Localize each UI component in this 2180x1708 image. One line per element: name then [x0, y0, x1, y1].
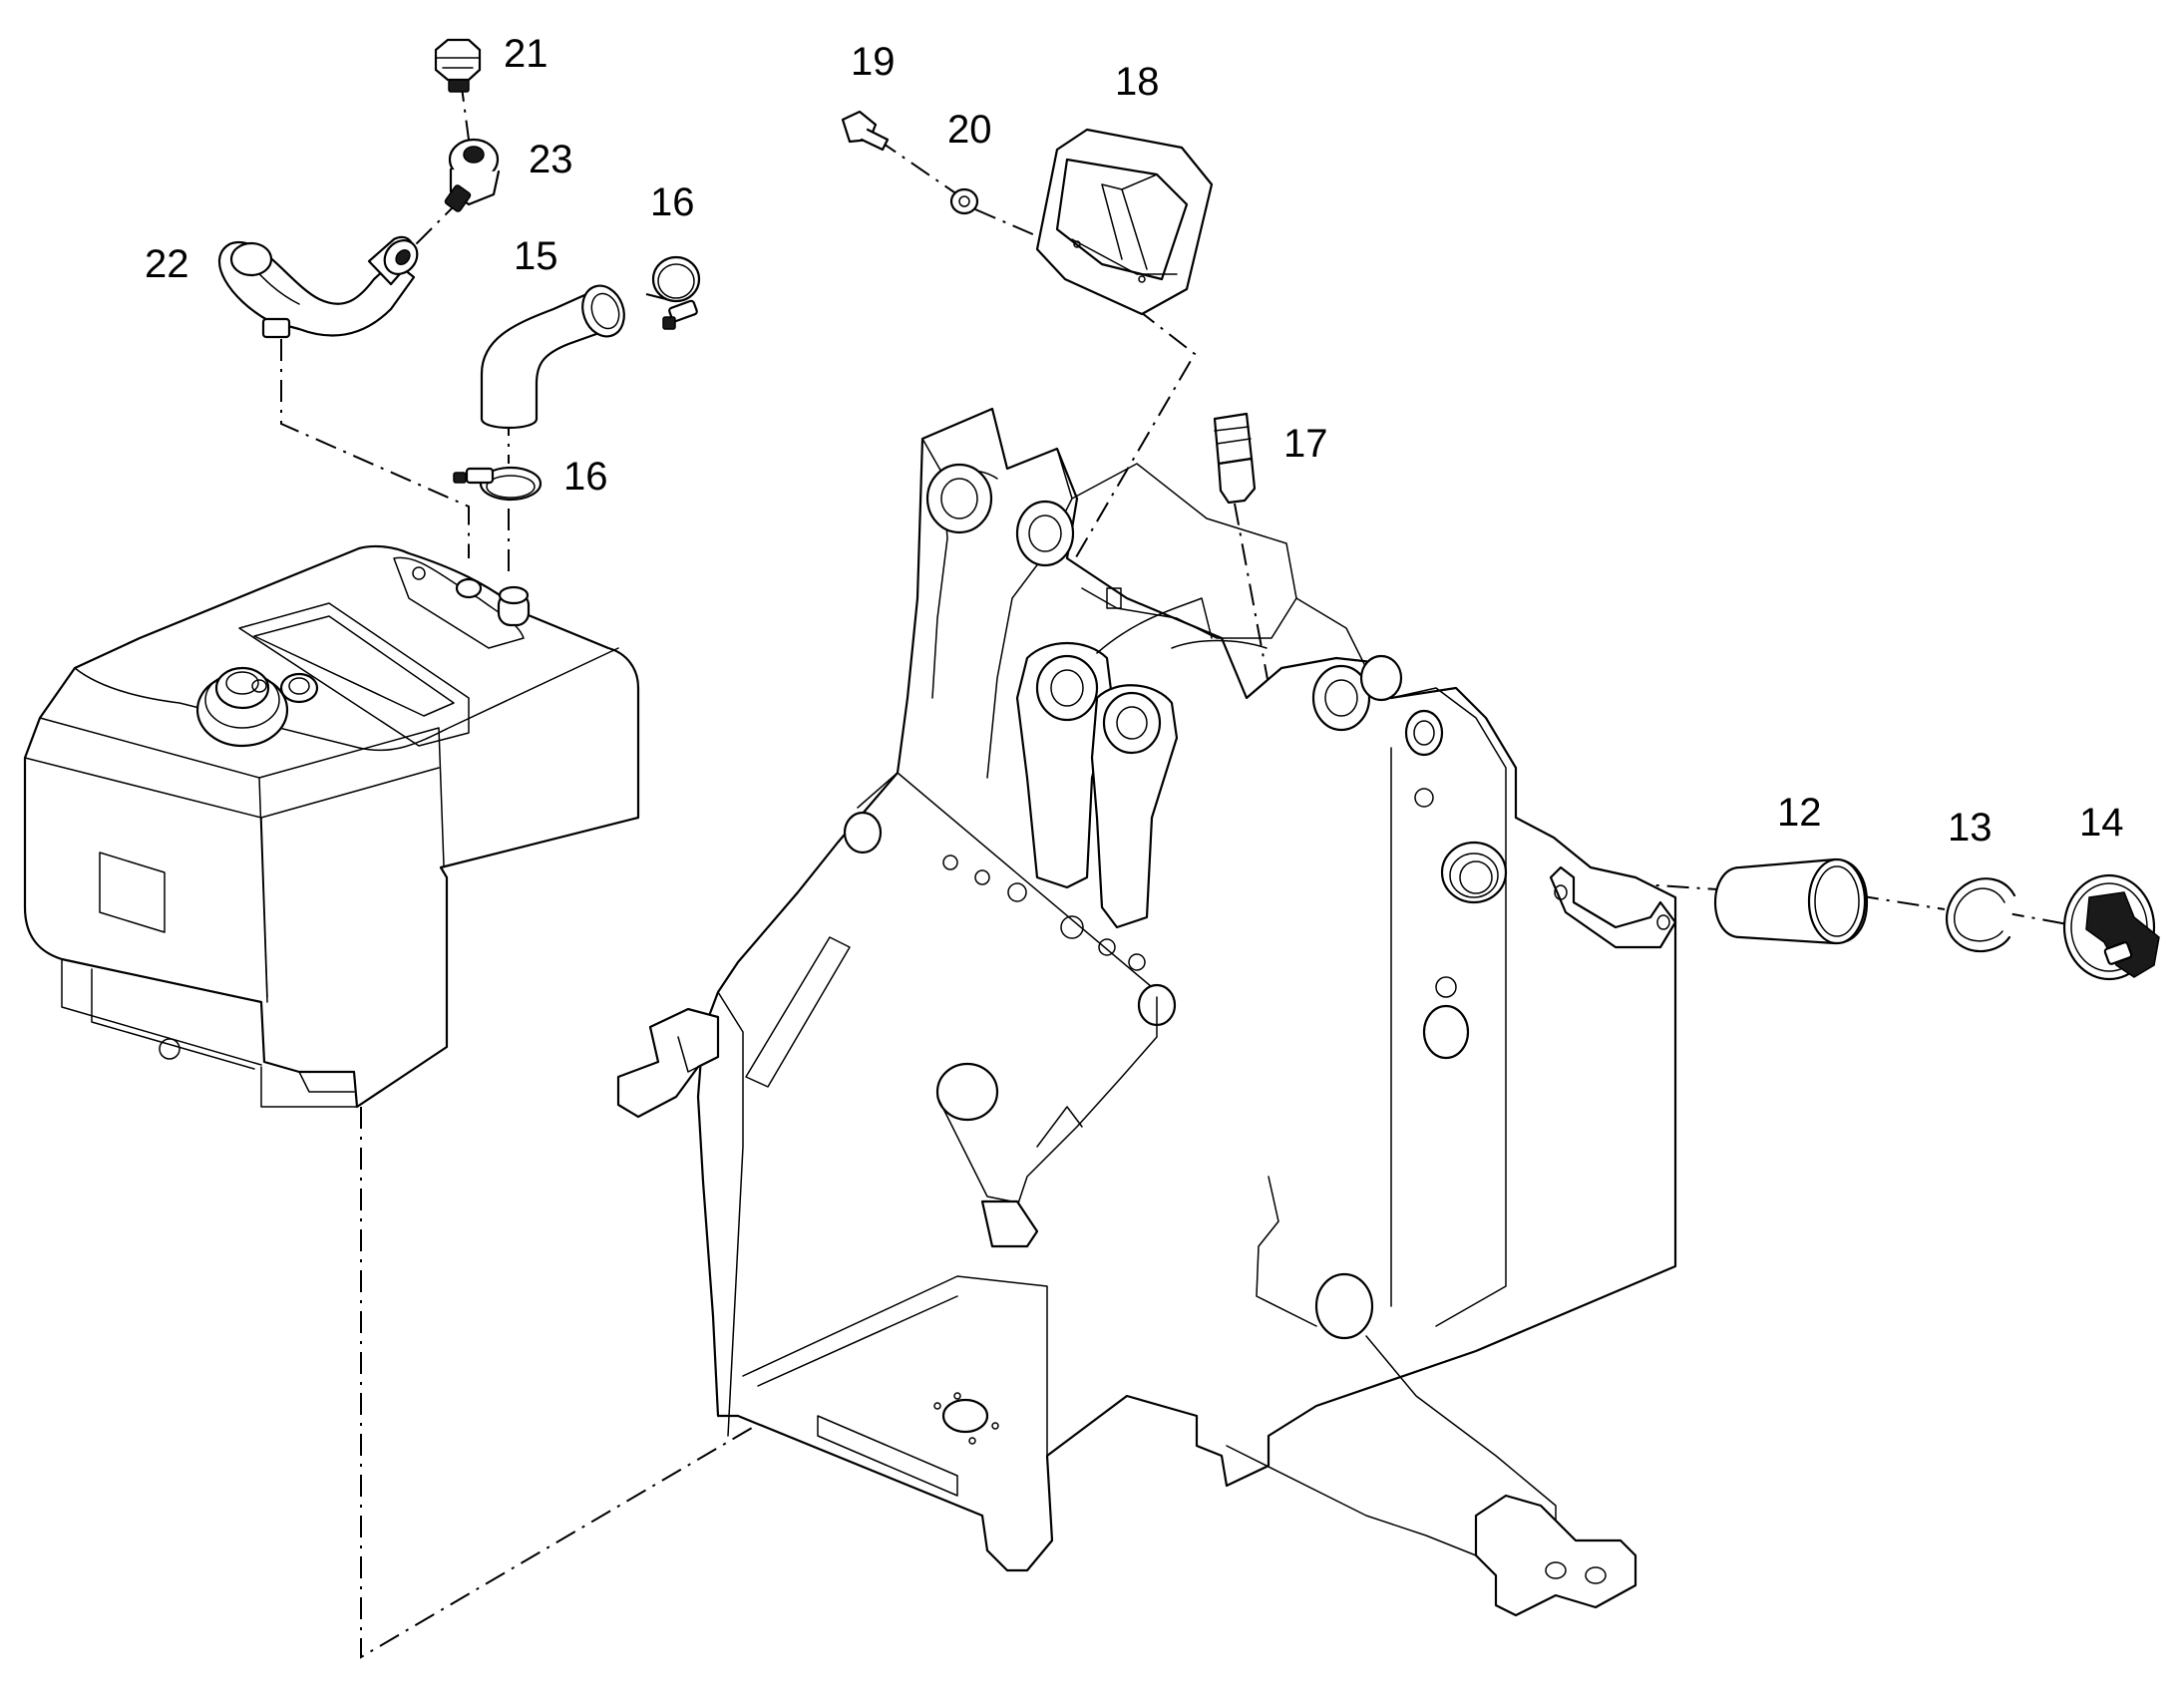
- callout-12: 12: [1777, 791, 1822, 835]
- callout-14: 14: [2079, 801, 2124, 845]
- part-22-hose: [217, 235, 419, 339]
- leader-13-14: [2001, 911, 2085, 928]
- part-19-bolt: [841, 110, 890, 152]
- leader-12-13: [1856, 894, 1946, 910]
- part-15-elbow-hose: [480, 284, 625, 429]
- part-13-ring: [1945, 877, 2016, 953]
- leader-22-tank: [280, 339, 470, 558]
- main-frame: [616, 407, 1677, 1617]
- callout-19: 19: [851, 40, 896, 84]
- part-14-cap: [2062, 873, 2160, 981]
- callout-15: 15: [514, 234, 558, 278]
- part-18-cover: [1035, 128, 1214, 316]
- callout-23: 23: [529, 138, 573, 181]
- leader-19-20: [877, 139, 958, 195]
- callout-13: 13: [1948, 806, 1993, 850]
- part-21-fitting: [434, 38, 482, 93]
- callout-18: 18: [1115, 60, 1160, 104]
- callout-16-lower: 16: [563, 455, 608, 499]
- part-16-clamp-lower: [453, 466, 543, 502]
- hydraulic-tank: [23, 544, 640, 1109]
- part-17-fitting: [1213, 412, 1257, 505]
- callout-17: 17: [1283, 422, 1328, 466]
- callout-21: 21: [504, 32, 548, 76]
- part-12-pin: [1713, 857, 1869, 945]
- callout-22: 22: [145, 242, 189, 286]
- part-20-washer: [949, 187, 979, 215]
- part-23-elbow: [444, 138, 501, 212]
- callout-16-upper: 16: [650, 180, 695, 224]
- callout-20: 20: [947, 108, 992, 152]
- part-16-clamp-upper: [651, 255, 701, 330]
